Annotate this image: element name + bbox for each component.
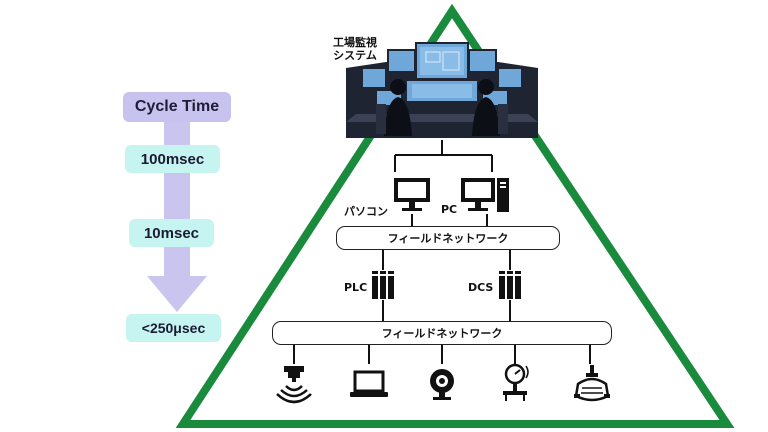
pc-right-label: PC: [441, 203, 458, 216]
lower-field-network-bar: フィールドネットワーク: [272, 321, 612, 345]
desktop-monitor-icon: [394, 178, 430, 211]
laptop-icon: [350, 370, 388, 397]
plc-icon: [372, 271, 394, 299]
desktop-pc-icon: [461, 178, 509, 212]
cycle-step-100msec: 100msec: [125, 145, 220, 173]
plc-label: PLC: [344, 281, 368, 294]
dcs-label: DCS: [468, 281, 494, 294]
motor-icon: [574, 365, 610, 402]
monitoring-system-title-line2: システム: [333, 49, 377, 62]
monitoring-system-title: 工場監視 システム: [323, 36, 387, 62]
cycle-step-250usec: <250μsec: [126, 314, 221, 342]
gauge-icon: [503, 363, 529, 401]
dcs-icon: [499, 271, 521, 299]
cycle-step-10msec: 10msec: [129, 219, 214, 247]
cycle-time-title: Cycle Time: [123, 92, 231, 122]
camera-icon: [430, 369, 454, 400]
pc-left-label: パソコン: [344, 205, 388, 218]
upper-field-network-bar: フィールドネットワーク: [336, 226, 560, 250]
sensor-icon: [276, 366, 312, 404]
monitoring-system-title-line1: 工場監視: [333, 36, 377, 49]
control-room-illustration: [346, 42, 538, 138]
